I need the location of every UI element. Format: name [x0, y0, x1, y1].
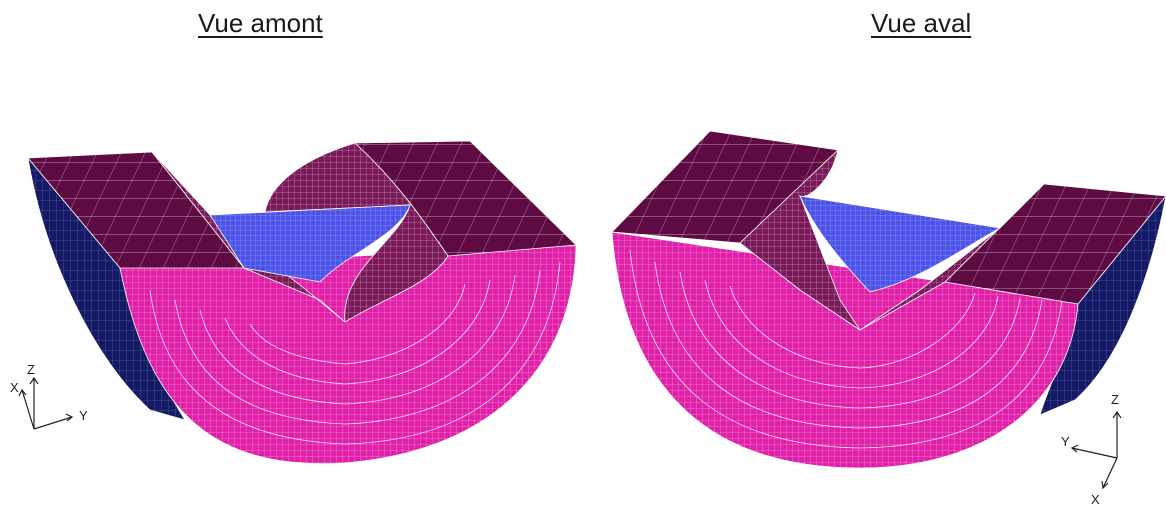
outer-face-right-mesh: [612, 232, 1078, 468]
valley-slope-right-mesh: [265, 143, 448, 322]
top-face-right-plateau-r-mesh: [945, 184, 1166, 304]
outer-face-grid-right: [629, 249, 1063, 449]
reservoir-surface-right-mesh: [800, 196, 1000, 292]
top-face-left-plateau-mesh: [28, 152, 244, 268]
axis-label-z-left: Z: [27, 362, 35, 377]
side-face-left-mesh: [28, 158, 185, 420]
axis-label-y-right: Y: [1061, 434, 1070, 449]
view-title-upstream: Vue amont: [198, 8, 323, 38]
top-face-left-plateau-r-mesh: [612, 131, 838, 243]
outer-face-grid-left: [149, 261, 561, 445]
axis-x-arrow-right: [1102, 457, 1118, 489]
view-title-downstream: Vue aval: [871, 8, 972, 38]
axis-triad-right: [1070, 410, 1122, 490]
axis-label-z-right: Z: [1111, 392, 1119, 407]
dam-mesh-downstream: [611, 130, 1166, 469]
dam-mesh-upstream: [27, 140, 577, 465]
axis-x-arrow-left: [21, 389, 35, 430]
axis-label-y-left: Y: [79, 408, 88, 423]
valley-slope-left-r-mesh: [740, 150, 860, 330]
axis-y-arrow-right: [1071, 447, 1118, 459]
axis-label-x-right: X: [1091, 492, 1100, 507]
side-face-right-mesh: [1040, 196, 1166, 415]
reservoir-surface-left-mesh: [210, 205, 410, 282]
top-face-right-plateau-mesh: [355, 141, 576, 256]
outer-face-left-mesh: [120, 245, 576, 464]
axis-label-x-left: X: [10, 380, 19, 395]
axis-triad-left: [18, 376, 74, 430]
axis-y-arrow-left: [33, 416, 73, 430]
